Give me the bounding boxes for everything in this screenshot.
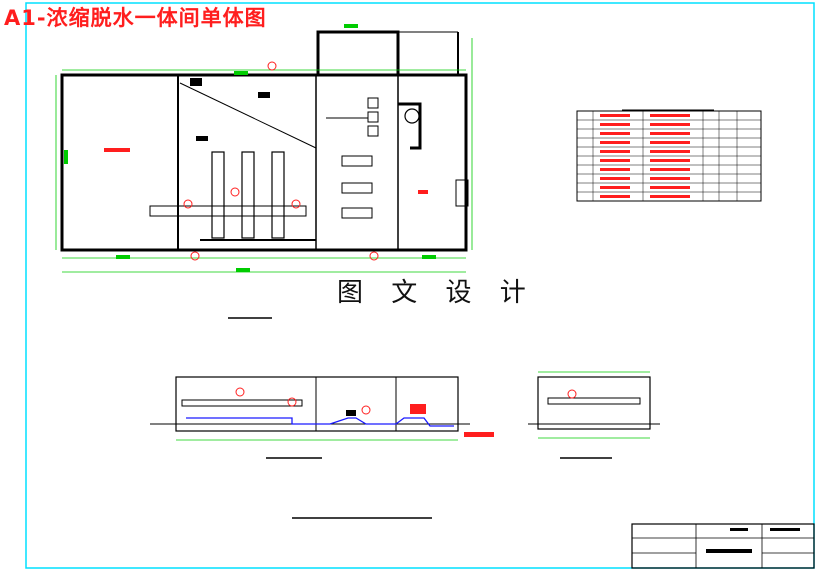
equipment-table-cell-text <box>650 168 690 171</box>
equipment-table-cell-text <box>650 114 690 117</box>
plan-door-right <box>455 179 469 207</box>
plan-dim-text <box>116 255 130 259</box>
plan-pump-1 <box>341 155 373 167</box>
plan-dim-text <box>64 150 68 164</box>
equipment-table-cell-text <box>650 141 690 144</box>
equipment-table-cell-text <box>650 177 690 180</box>
equipment-table <box>576 109 762 202</box>
plan-callout <box>230 187 240 197</box>
plan-dim-text <box>422 255 436 259</box>
section-1-equip <box>410 404 426 414</box>
plan-callout <box>369 251 379 261</box>
plan-room-label <box>104 148 130 152</box>
section-2-2 <box>528 371 660 439</box>
equipment-table-grid <box>577 111 761 201</box>
title-block-text-bar <box>706 549 752 553</box>
plan-pump-3 <box>341 207 373 219</box>
equipment-table-cell-text <box>600 195 630 198</box>
plan-bridge-beam <box>149 205 307 217</box>
section-1-red-tag <box>464 432 494 437</box>
plan-pipe-run <box>398 102 422 150</box>
plan-equip-block-2 <box>258 92 270 98</box>
equipment-table-cell-text <box>600 186 630 189</box>
plan-callout <box>183 199 193 209</box>
section-2-callout <box>567 389 577 399</box>
plan-diagonal-line <box>179 82 317 149</box>
title-block-text-bar <box>730 528 748 531</box>
plan-outer-wall <box>60 73 468 252</box>
section-2-building <box>537 376 651 430</box>
equipment-table-cell-text <box>600 123 630 126</box>
plan-annex-wall <box>316 30 400 75</box>
plan-view <box>55 24 473 273</box>
plan-tank-1 <box>211 151 225 239</box>
plan-equip-block-1 <box>190 78 202 86</box>
plan-callout <box>291 199 301 209</box>
plan-tank-2 <box>241 151 255 239</box>
plan-callout <box>267 61 277 71</box>
section-1-callout <box>287 397 297 407</box>
equipment-table-cell-text <box>650 132 690 135</box>
plan-equip-block-3 <box>196 136 208 141</box>
plan-valve-box-3 <box>367 125 379 137</box>
equipment-table-cell-text <box>650 150 690 153</box>
plan-callout <box>190 251 200 261</box>
equipment-table-cell-text <box>600 177 630 180</box>
section-1-building <box>175 376 459 432</box>
equipment-table-cell-text <box>650 159 690 162</box>
drawing-title: A1-浓缩脱水一体间单体图 <box>4 6 267 30</box>
section-1-callout <box>235 387 245 397</box>
section-1-1 <box>150 376 494 441</box>
equipment-table-cell-text <box>600 168 630 171</box>
equipment-table-cell-text <box>600 150 630 153</box>
equipment-table-cell-text <box>600 141 630 144</box>
section-1-beam <box>181 399 303 407</box>
equipment-table-cell-text <box>650 123 690 126</box>
plan-valve-box-2 <box>367 111 379 123</box>
section-2-beam <box>547 397 641 405</box>
equipment-table-cell-text <box>600 132 630 135</box>
plan-dim-text <box>236 268 250 272</box>
plan-valve-box-1 <box>367 97 379 109</box>
watermark-text: 图 文 设 计 <box>337 278 536 308</box>
title-block-frame <box>631 523 815 569</box>
plan-dim-text <box>234 71 248 75</box>
equipment-table-cell-text <box>600 159 630 162</box>
equipment-table-cell-text <box>650 195 690 198</box>
title-block-text-bar <box>770 528 800 531</box>
section-1-pipe <box>186 417 454 427</box>
section-1-callout <box>361 405 371 415</box>
section-1-equip <box>346 410 356 416</box>
plan-window-red <box>418 190 428 194</box>
equipment-table-cell-text <box>650 186 690 189</box>
sheet-border <box>25 2 815 569</box>
plan-tank-3 <box>271 151 285 239</box>
plan-dim-text <box>344 24 358 28</box>
equipment-table-cell-text <box>600 114 630 117</box>
title-block <box>631 523 815 569</box>
plan-meter-circle <box>404 108 420 124</box>
plan-pump-2 <box>341 182 373 194</box>
